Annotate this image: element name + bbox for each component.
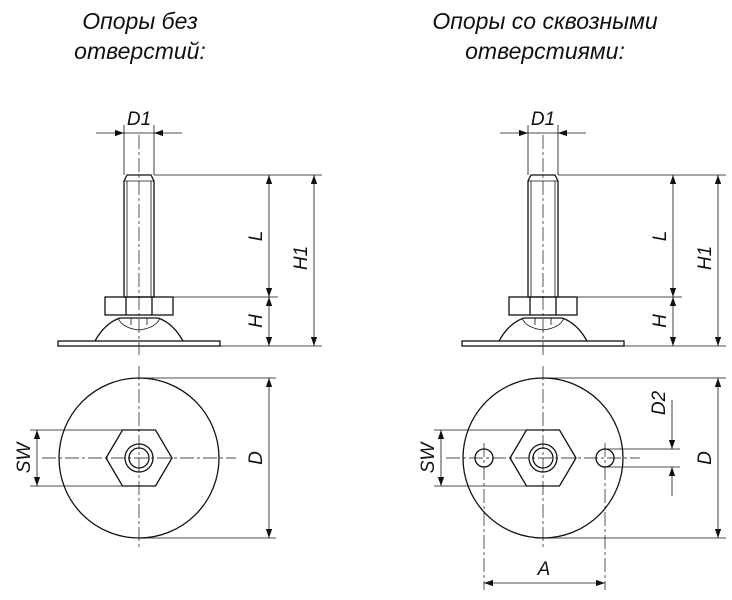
right-l-label: L bbox=[650, 231, 671, 242]
right-d1-label: D1 bbox=[531, 109, 555, 130]
right-sw-label: SW bbox=[418, 441, 439, 474]
title-left: Опоры без отверстий: bbox=[40, 6, 240, 66]
left-ball-joint bbox=[117, 317, 161, 331]
right-stud-top bbox=[528, 443, 558, 473]
left-h1-label: H1 bbox=[291, 246, 312, 270]
title-right-line2: отверстиями: bbox=[465, 38, 625, 64]
title-right-line1: Опоры со сквозными bbox=[432, 8, 658, 34]
left-hex-nut bbox=[104, 296, 174, 316]
left-side-view: D1 L H H1 bbox=[57, 109, 322, 355]
left-l-label: L bbox=[246, 231, 267, 242]
right-hex-top bbox=[509, 429, 577, 487]
left-h-label: H bbox=[246, 314, 267, 328]
right-top-view: SW D2 D A bbox=[418, 366, 726, 590]
left-base-plate bbox=[57, 340, 221, 347]
right-side-view: D1 L H H1 bbox=[461, 109, 726, 355]
left-d1-label: D1 bbox=[127, 109, 151, 130]
left-hex-top bbox=[105, 429, 173, 487]
right-h-label: H bbox=[650, 314, 671, 328]
title-left-line2: отверстий: bbox=[74, 38, 206, 64]
left-sw-label: SW bbox=[14, 441, 35, 474]
left-stud-top bbox=[124, 443, 154, 473]
right-stud-top-inner bbox=[532, 447, 554, 469]
right-ball-neck bbox=[534, 318, 552, 325]
left-ball-neck bbox=[130, 318, 148, 325]
left-stud-top-inner bbox=[128, 447, 150, 469]
right-hex-nut bbox=[508, 296, 578, 316]
title-right: Опоры со сквозными отверстиями: bbox=[400, 6, 690, 66]
right-base-plate bbox=[461, 340, 625, 347]
left-top-view: SW D bbox=[14, 366, 276, 550]
left-dome bbox=[94, 317, 184, 342]
right-d2-label: D2 bbox=[649, 390, 670, 415]
right-a-label: A bbox=[537, 559, 551, 580]
right-h1-label: H1 bbox=[695, 246, 716, 270]
left-d-label: D bbox=[246, 451, 267, 465]
right-ball-joint bbox=[521, 317, 565, 331]
title-left-line1: Опоры без bbox=[82, 8, 198, 34]
right-d-label: D bbox=[695, 451, 716, 465]
right-dome bbox=[498, 317, 588, 342]
